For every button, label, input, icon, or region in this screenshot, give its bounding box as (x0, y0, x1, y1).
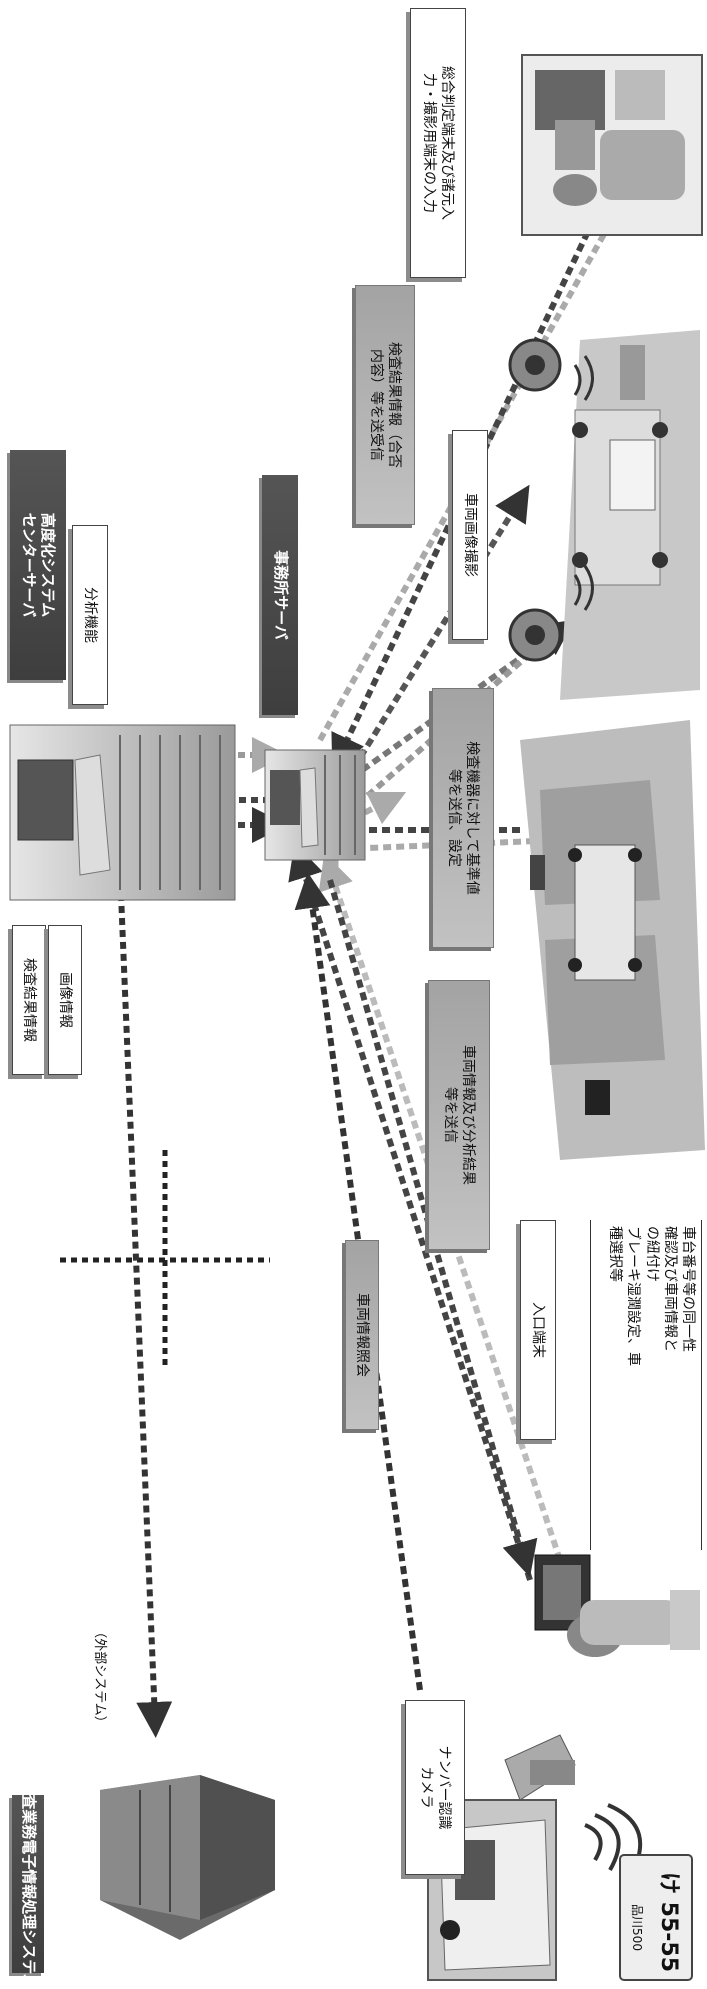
separator-lines (60, 1150, 270, 1370)
entry-terminal-photo (534, 1554, 700, 1657)
title-system-text: 検査業務電子情報処理システム (19, 1779, 38, 1989)
office-server-icon (264, 749, 366, 861)
analysis-function-label: 分析機能 (72, 525, 108, 705)
entry-terminal-label: 入口端末 (520, 1220, 556, 1440)
office-server-label: 事務所サーバ (262, 475, 298, 715)
terminal-input-label: 総合判定端末及び諸元入 力・撮影用端末の入力 (410, 8, 466, 278)
plate-number: け 55-55 (656, 1871, 682, 1973)
equipment-setting-label: 検査機器に対して基準値 等を送信、設定 (432, 688, 494, 948)
title-system: 検査業務電子情報処理システム (12, 1779, 44, 1989)
inspection-lane-photo (508, 330, 700, 700)
vehicle-query-label: 車両情報照会 (345, 1240, 379, 1430)
license-plate (619, 1854, 693, 1981)
external-system-label: （外部システム） (92, 1625, 108, 1729)
send-vehicle-info-label: 車両情報及び分析結果 等を送信 (428, 980, 490, 1250)
image-info-label: 画像情報 (48, 925, 82, 1075)
inspection-results-label: 検査結果情報 (12, 925, 46, 1075)
center-server-icon (9, 724, 236, 901)
center-server-label: 高度化システム センターサーバ (10, 450, 66, 680)
vehicle-photo-label: 車両画像撮影 (452, 430, 488, 640)
arrow-external-center (101, 851, 173, 1738)
brake-tester-photo (520, 720, 705, 1160)
mainframe-icon (100, 1775, 275, 1940)
terminal-photo (521, 54, 703, 236)
send-results-label: 検査結果情報（合否 内容）等を送受信 (355, 285, 415, 525)
plate-region: 品川500 (629, 1904, 644, 1951)
entry-note: 車台番号等の同一性 確認及び車両情報と の紐付け ブレーキ湿潤設定、車 種選択等 (590, 1220, 702, 1550)
number-camera-label: ナンバー認識 カメラ (405, 1700, 465, 1875)
